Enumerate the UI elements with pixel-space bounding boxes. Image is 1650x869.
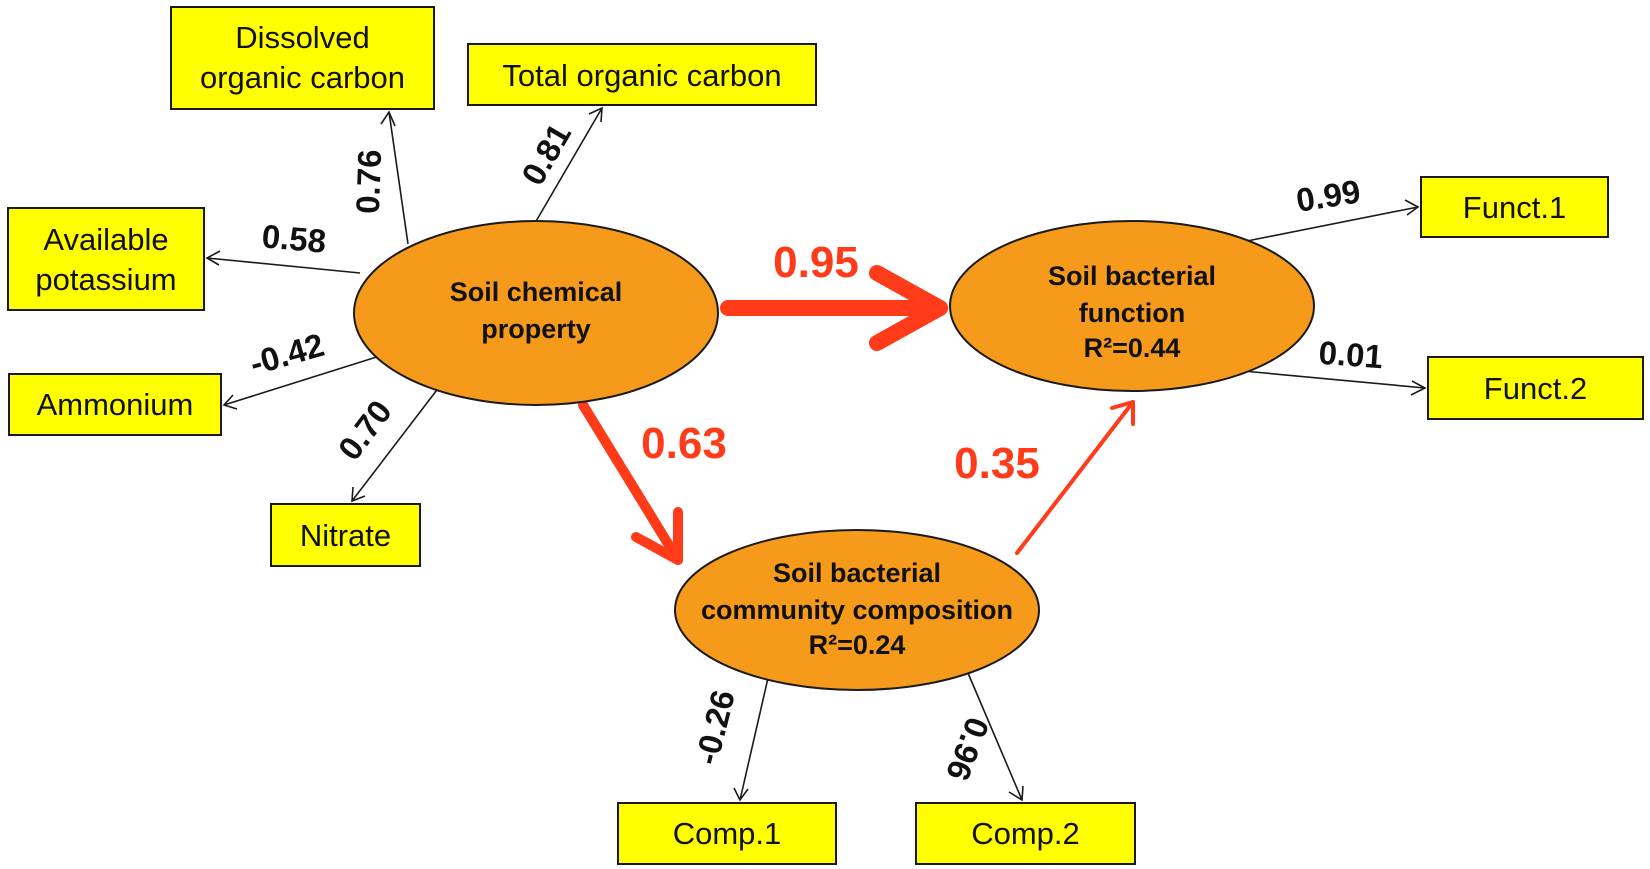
indicator-available-potassium: Available potassium	[7, 207, 205, 311]
path-arrow-community-to-function	[1015, 400, 1135, 555]
loading-label-total-organic-carbon: 0.81	[514, 117, 578, 191]
indicator-label-line: Funct.2	[1484, 371, 1587, 406]
loading-arrow-funct-2	[1242, 370, 1427, 396]
loading-label-dissolved-organic-carbon: 0.76	[349, 149, 388, 214]
indicator-nitrate: Nitrate	[270, 503, 421, 567]
latent-label-line: R²=0.44	[1084, 333, 1181, 363]
loading-label-ammonium: -0.42	[246, 326, 329, 382]
indicator-label-line: potassium	[35, 262, 176, 297]
loading-label-available-potassium: 0.58	[260, 217, 327, 259]
indicator-label-line: Ammonium	[37, 387, 194, 422]
indicator-funct-2: Funct.2	[1427, 356, 1644, 420]
loading-label-funct-1: 0.99	[1294, 172, 1363, 219]
latent-label-line: community composition	[701, 595, 1013, 625]
latent-label-line: property	[481, 314, 591, 344]
indicator-label-line: Nitrate	[300, 518, 391, 553]
latent-label-line: Soil chemical	[450, 277, 623, 307]
indicator-label-line: organic carbon	[200, 60, 405, 95]
path-label-chem-to-function: 0.95	[773, 238, 859, 287]
loading-arrow-total-organic-carbon	[534, 106, 603, 224]
indicator-label-line: Comp.2	[971, 816, 1080, 851]
indicator-label-line: Comp.1	[673, 816, 782, 851]
path-arrow-chem-to-community	[578, 400, 683, 565]
path-label-chem-to-community: 0.63	[641, 419, 727, 468]
loading-arrow-available-potassium	[205, 250, 361, 274]
latent-soil-bacterial-function: Soil bacterial function R²=0.44	[949, 220, 1315, 392]
loading-label-funct-2: 0.01	[1317, 334, 1384, 375]
loading-label-nitrate: 0.70	[331, 393, 399, 467]
latent-label-line: Soil bacterial	[773, 558, 941, 588]
path-label-community-to-function: 0.35	[954, 439, 1040, 488]
loading-arrow-ammonium	[222, 354, 384, 410]
loading-arrow-nitrate	[351, 381, 444, 503]
latent-label-line: R²=0.24	[809, 630, 906, 660]
latent-label-line: Soil bacterial	[1048, 261, 1216, 291]
latent-soil-bacterial-community-composition: Soil bacterial community composition R²=…	[674, 529, 1040, 691]
indicator-comp-2: Comp.2	[915, 802, 1136, 865]
loading-arrow-funct-1	[1246, 199, 1420, 242]
indicator-comp-1: Comp.1	[617, 802, 837, 865]
indicator-label-line: Total organic carbon	[502, 58, 781, 93]
loading-label-comp-1: -0.26	[688, 686, 742, 768]
loading-arrow-dissolved-organic-carbon	[380, 110, 409, 245]
loading-arrow-comp-1	[733, 677, 769, 802]
loading-arrow-comp-2	[967, 672, 1024, 802]
latent-soil-chemical-property: Soil chemical property	[353, 220, 719, 406]
indicator-label-line: Available	[43, 222, 168, 257]
indicator-label-line: Funct.1	[1463, 190, 1566, 225]
latent-label-line: function	[1079, 298, 1185, 328]
indicator-label-line: Dissolved	[235, 20, 369, 55]
loading-label-comp-2: 0.96	[939, 713, 997, 786]
indicator-funct-1: Funct.1	[1420, 176, 1609, 238]
indicator-dissolved-organic-carbon: Dissolved organic carbon	[170, 6, 435, 110]
path-arrow-chem-to-function	[720, 265, 948, 351]
indicator-ammonium: Ammonium	[8, 373, 222, 436]
indicator-total-organic-carbon: Total organic carbon	[467, 43, 817, 106]
